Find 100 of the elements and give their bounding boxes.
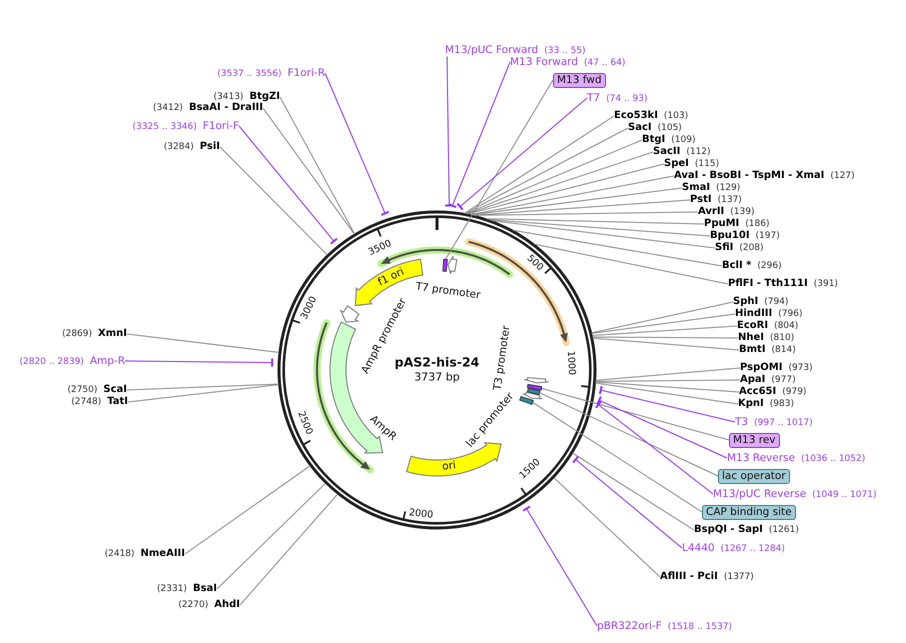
leader-line bbox=[184, 465, 311, 554]
leader-line bbox=[126, 334, 280, 353]
restriction-site-label: (2331) BsaI bbox=[157, 583, 217, 595]
leader-line bbox=[594, 400, 714, 494]
scale-label: 3000 bbox=[299, 294, 320, 322]
restriction-site-label: PstI (137) bbox=[690, 194, 742, 206]
leader-line bbox=[466, 152, 654, 214]
restriction-site-label: BmtI (814) bbox=[739, 344, 796, 356]
restriction-site-label: EcoRI (804) bbox=[737, 320, 798, 332]
restriction-site-label: AvrII (139) bbox=[698, 206, 754, 218]
leader-line bbox=[491, 220, 716, 248]
feature-label: ori bbox=[441, 459, 457, 473]
leader-line bbox=[470, 188, 682, 216]
leader-line bbox=[598, 385, 736, 422]
leader-line bbox=[485, 218, 704, 224]
leader-line bbox=[512, 230, 722, 266]
leader-line bbox=[572, 455, 682, 548]
feature-label: T7 promoter bbox=[414, 280, 482, 302]
restriction-site-label: AvaI - BsoBI - TspMI - XmaI (127) bbox=[674, 170, 855, 182]
primer-label: (3537 .. 3556) F1ori-R bbox=[217, 66, 325, 80]
leader-line bbox=[595, 381, 740, 392]
leader-line bbox=[522, 506, 598, 626]
leader-line bbox=[488, 219, 710, 236]
restriction-site-label: (3413) BtgZI bbox=[214, 91, 280, 103]
leader-line bbox=[591, 314, 736, 334]
leader-line bbox=[128, 384, 280, 402]
restriction-site-label: SfiI (208) bbox=[715, 242, 764, 254]
plasmid-name: pAS2-his-24 bbox=[394, 356, 480, 368]
restriction-site-label: (3284) PsiI bbox=[164, 141, 220, 153]
restriction-site-label: SphI (794) bbox=[733, 296, 788, 308]
leader-line bbox=[572, 452, 694, 530]
restriction-site-label: Acc65I (979) bbox=[739, 386, 806, 398]
leader-line bbox=[467, 164, 664, 214]
primer-label: M13/pUC Reverse (1049 .. 1071) bbox=[713, 488, 876, 500]
leader-line bbox=[539, 392, 718, 476]
restriction-site-label: BclI * (296) bbox=[722, 260, 782, 272]
restriction-site-label: ApaI (977) bbox=[740, 374, 796, 386]
leader-line bbox=[126, 384, 280, 390]
restriction-site-label: SmaI (129) bbox=[682, 182, 740, 194]
feature-label: f1 ori bbox=[376, 266, 406, 288]
restriction-site-label: (2748) TatI bbox=[71, 396, 128, 408]
leader-line bbox=[470, 176, 674, 216]
leader-line bbox=[124, 358, 274, 368]
primer-label: (3325 .. 3346) F1ori-F bbox=[132, 120, 239, 132]
restriction-site-label: PpuMI (186) bbox=[704, 218, 770, 230]
restriction-site-label: BtgI (109) bbox=[642, 134, 696, 146]
leader-line bbox=[324, 72, 390, 216]
leader-line bbox=[445, 80, 554, 260]
primer-label: (2820 .. 2839) Amp-R bbox=[20, 354, 125, 368]
restriction-site-label: SacII (112) bbox=[653, 146, 711, 158]
restriction-site-label: (2418) NmeAIII bbox=[104, 548, 185, 560]
leader-line bbox=[591, 302, 734, 334]
plasmid-length: 3737 bp bbox=[414, 372, 460, 382]
restriction-site-label: SpeI (115) bbox=[664, 158, 720, 170]
restriction-site-label: NheI (810) bbox=[738, 332, 794, 344]
leader-line bbox=[280, 96, 356, 234]
feature-name-tag: M13 fwd bbox=[553, 72, 606, 88]
primer-label: pBR322ori-F (1518 .. 1537) bbox=[597, 620, 732, 632]
scale-label: 3500 bbox=[366, 238, 394, 258]
leader-line bbox=[238, 126, 338, 245]
leader-line bbox=[456, 98, 588, 211]
feature-name-tag: M13 rev bbox=[729, 432, 780, 448]
scale-label: 500 bbox=[524, 252, 546, 274]
primer-label: M13/pUC Forward (33 .. 55) bbox=[445, 44, 586, 56]
leader-line bbox=[594, 382, 738, 404]
restriction-site-label: HindIII (796) bbox=[735, 308, 802, 320]
primer-label: T3 (997 .. 1017) bbox=[735, 416, 813, 428]
restriction-site-label: AflIII - PciI (1377) bbox=[660, 571, 754, 583]
restriction-site-label: PspOMI (973) bbox=[740, 362, 813, 374]
leader-line bbox=[220, 146, 328, 256]
leader-line bbox=[448, 62, 510, 208]
primer-label: M13 Reverse (1036 .. 1052) bbox=[727, 452, 866, 464]
primer-label: T7 (74 .. 93) bbox=[587, 92, 648, 104]
leader-line bbox=[595, 368, 740, 381]
feature-bar-icon bbox=[518, 395, 535, 406]
restriction-site-label: (2869) XmnI bbox=[62, 328, 127, 340]
leader-line bbox=[240, 494, 338, 606]
feature-label: T3 promoter bbox=[492, 324, 512, 392]
leader-line bbox=[464, 128, 628, 214]
restriction-site-label: Bpu10I (197) bbox=[710, 230, 780, 242]
feature-bar-icon bbox=[526, 383, 543, 392]
leader-line bbox=[596, 396, 728, 458]
leader-line bbox=[592, 336, 738, 338]
leader-line bbox=[262, 108, 355, 235]
restriction-site-label: (2750) ScaI bbox=[67, 384, 127, 396]
scale-label: 2500 bbox=[296, 410, 315, 436]
feature-bar-icon bbox=[526, 387, 541, 396]
restriction-site-label: (3412) BsaAI - DraIII bbox=[153, 102, 263, 114]
leader-line bbox=[472, 200, 690, 216]
leader-line bbox=[473, 212, 698, 216]
restriction-site-label: Eco53kI (103) bbox=[614, 110, 688, 122]
leader-line bbox=[534, 244, 728, 284]
leader-line bbox=[216, 482, 326, 590]
scale-label: 1000 bbox=[564, 350, 577, 376]
leader-line bbox=[540, 388, 730, 440]
restriction-site-label: SacI (105) bbox=[628, 122, 682, 134]
restriction-site-label: (2270) AhdI bbox=[178, 599, 240, 611]
primer-label: M13 Forward (47 .. 64) bbox=[510, 56, 626, 68]
primer-label: L4440 (1267 .. 1284) bbox=[682, 542, 785, 554]
restriction-site-label: KpnI (983) bbox=[738, 398, 794, 410]
